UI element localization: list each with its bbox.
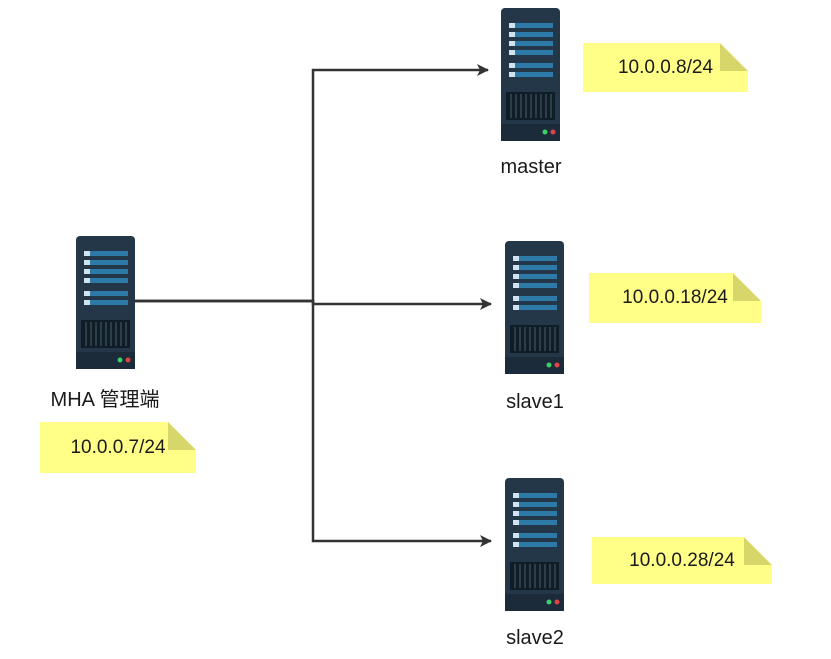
slave2-label: slave2 — [506, 627, 564, 649]
server-icon — [505, 478, 564, 611]
master-ip: 10.0.0.8/24 — [617, 56, 714, 78]
server-icon — [76, 236, 135, 369]
slave1-ip: 10.0.0.18/24 — [622, 287, 728, 308]
master-ip-note: 10.0.0.8/24 — [583, 43, 748, 92]
edge-manager-to-slave2 — [134, 299, 492, 547]
master-label: master — [500, 156, 562, 178]
server-icon — [501, 8, 560, 141]
edges-layer — [134, 64, 492, 547]
slave1-ip-note: 10.0.0.18/24 — [589, 273, 761, 323]
manager-ip: 10.0.0.7/24 — [70, 436, 166, 458]
slave1-label: slave1 — [506, 391, 564, 413]
manager-label: MHA 管理端 — [50, 389, 160, 411]
edge-manager-to-master — [134, 64, 489, 303]
manager-ip-note: 10.0.0.7/24 — [40, 422, 196, 473]
slave2-ip-note: 10.0.0.28/24 — [592, 537, 772, 584]
servers-layer — [76, 8, 564, 611]
slave2-ip: 10.0.0.28/24 — [629, 549, 735, 571]
server-icon — [505, 241, 564, 374]
